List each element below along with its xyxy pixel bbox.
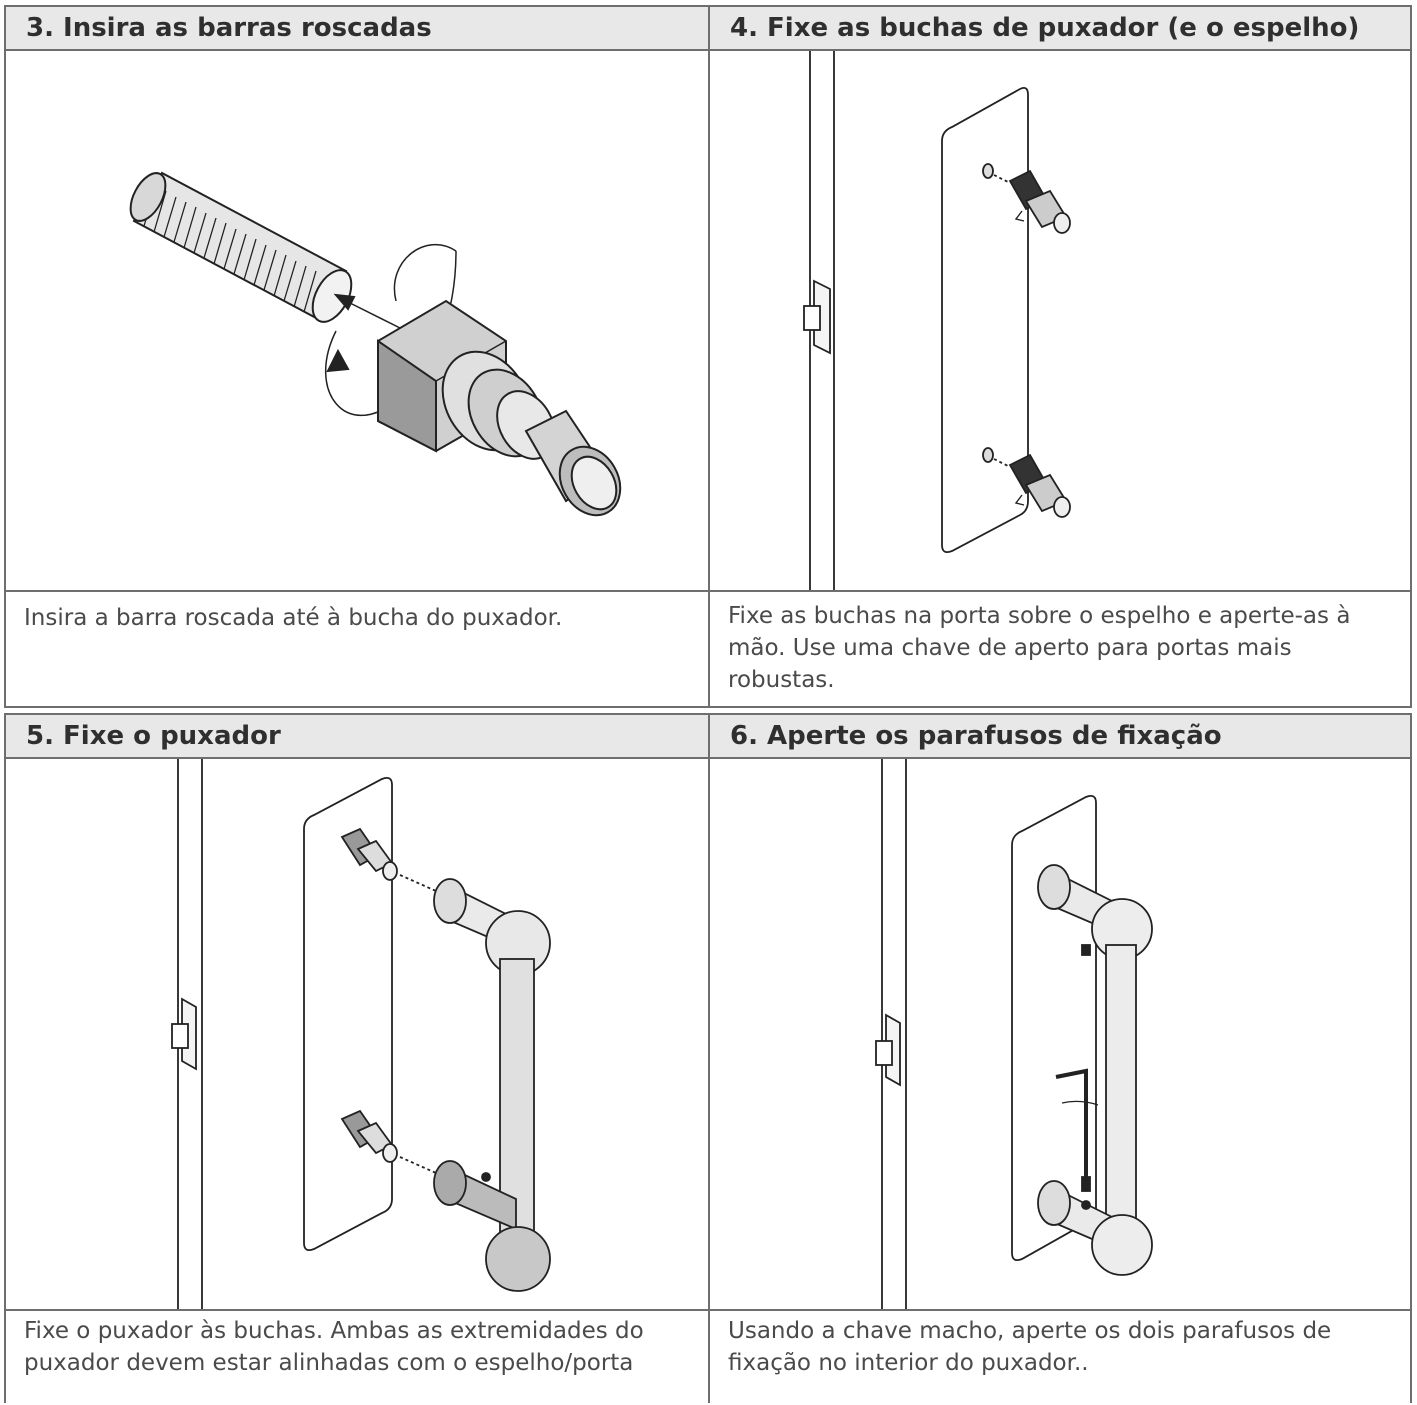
step-3-illustration bbox=[6, 51, 708, 590]
row-divider bbox=[6, 1309, 1410, 1311]
step-5-title: 5. Fixe o puxador bbox=[6, 715, 708, 759]
column-divider bbox=[708, 715, 710, 1403]
step-6-title: 6. Aperte os parafusos de fixação bbox=[710, 715, 1410, 759]
instruction-grid-top: 3. Insira as barras roscadas 4. Fixe as … bbox=[4, 5, 1412, 708]
column-divider bbox=[708, 7, 710, 706]
step-5-illustration bbox=[6, 759, 708, 1309]
step-4-title: 4. Fixe as buchas de puxador (e o espelh… bbox=[710, 7, 1410, 51]
step-6-illustration bbox=[710, 759, 1410, 1309]
step-4-description: Fixe as buchas na porta sobre o espelho … bbox=[728, 603, 1351, 693]
step-3-title: 3. Insira as barras roscadas bbox=[6, 7, 708, 51]
row-divider bbox=[6, 590, 1410, 592]
instruction-grid-bottom: 5. Fixe o puxador 6. Aperte os parafusos… bbox=[4, 713, 1412, 1403]
step-6-description: Usando a chave macho, aperte os dois par… bbox=[728, 1318, 1332, 1376]
step-3-description: Insira a barra roscada até à bucha do pu… bbox=[24, 605, 563, 631]
step-4-illustration bbox=[710, 51, 1410, 590]
step-5-description: Fixe o puxador às buchas. Ambas as extre… bbox=[24, 1318, 644, 1376]
